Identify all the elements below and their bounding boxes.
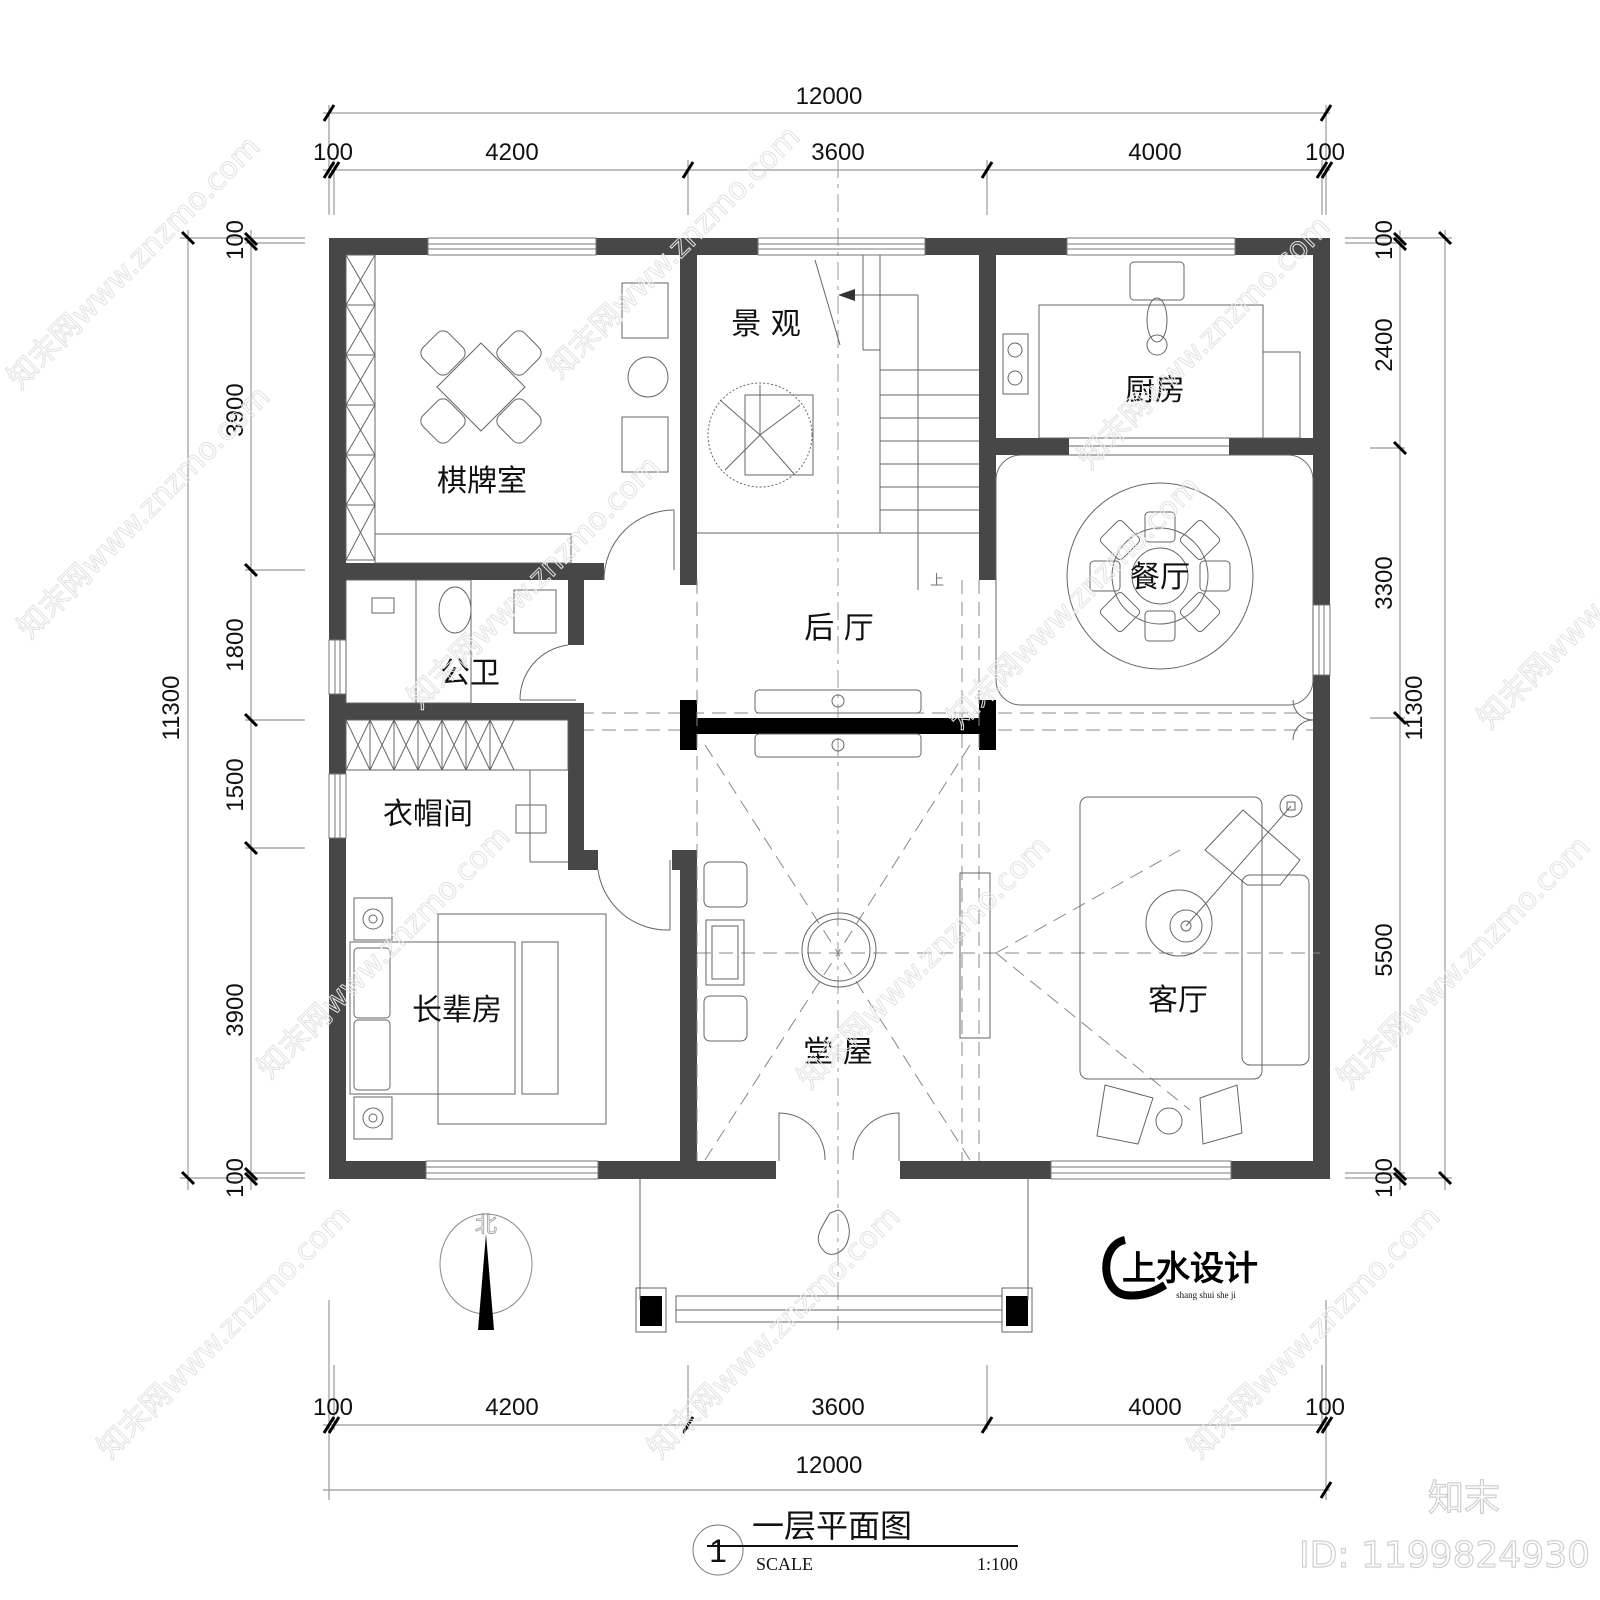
watermark-text: 知末网www.znzmo.com [1181,1199,1447,1465]
room-label-cloakroom[interactable]: 衣帽间 [383,797,473,832]
bottom-dimension-2: 4200 [485,1394,538,1421]
north-arrow-icon [478,1234,494,1330]
left-total-dimension: 11300 [158,676,185,741]
logo-subtitle: shang shui she ji [1176,1290,1236,1300]
right-total-dimension: 11300 [1401,676,1428,741]
porch [635,1179,1033,1333]
interior-walls [346,255,1313,1161]
logo: 上水设计 shang shui she ji [1102,1236,1258,1300]
bedroom-furniture [349,860,671,1140]
top-dimension-1: 100 [313,139,353,166]
bottom-dimension-1: 100 [313,1394,353,1421]
cloakroom-furniture [345,719,569,863]
watermark-brand: 知末 [1428,1478,1500,1519]
left-dimension-5: 3900 [222,983,249,1036]
drawing-number: 1 [709,1533,727,1569]
left-dimension-1: 100 [222,220,249,260]
bottom-total-dimension: 12000 [796,1452,863,1479]
room-label-back-hall[interactable]: 后 厅 [804,611,874,646]
chess-room-furniture [345,254,675,581]
room-label-public-bathroom[interactable]: 公卫 [440,656,500,691]
watermark-text: 知末网www.znzmo.com [641,1199,907,1465]
top-dimension-2: 4200 [485,139,538,166]
logo-name: 上水设计 [1122,1249,1258,1289]
living-room-furniture [995,699,1314,1145]
logo-brush-icon [1102,1236,1168,1300]
left-dimension-2: 3900 [222,383,249,436]
right-dimension-2: 2400 [1371,318,1398,371]
watermark-text: 知末网www.znzmo.com [91,1199,357,1465]
bathroom-fixtures [345,579,576,704]
right-dimension-5: 100 [1371,1158,1398,1198]
columns [640,700,1028,1326]
left-dimension-6: 100 [222,1158,249,1198]
watermark-text: 知末网www.znzmo.com [11,379,277,645]
room-labels: 棋牌室 景 观 厨房 餐厅 公卫 后 厅 衣帽间 长辈房 堂 屋 客厅 [383,307,1208,1070]
watermark-text: 知末网www.znzmo.com [1471,469,1600,735]
room-label-living-room[interactable]: 客厅 [1148,983,1208,1018]
top-dimension-4: 4000 [1128,139,1181,166]
landscape-stair: 上 [697,255,979,590]
exterior-walls [329,238,1330,1179]
left-dimension-3: 1800 [222,618,249,671]
bottom-dimension-5: 100 [1305,1394,1345,1421]
watermark-id: ID: 1199824930 [1299,1535,1590,1576]
room-label-landscape[interactable]: 景 观 [731,307,801,342]
scale-label: SCALE [756,1554,813,1574]
watermark-text: 知末网www.znzmo.com [541,119,807,385]
top-total-dimension: 12000 [796,83,863,110]
watermark-text: 知末网www.znzmo.com [791,829,1057,1095]
drawing-title: 一层平面图 [752,1507,912,1545]
right-dimension-3: 3300 [1371,556,1398,609]
bottom-dimensions: 100 4200 3600 4000 100 12000 [313,1300,1345,1500]
room-label-dining-room[interactable]: 餐厅 [1130,560,1190,595]
kitchen-furniture [1002,261,1301,447]
top-dimensions: 12000 100 4200 3600 4000 100 [313,83,1345,215]
scale-value: 1:100 [977,1554,1018,1574]
drawing-title-block: 1 一层平面图 SCALE 1:100 [692,1507,1018,1576]
dining-furniture [995,454,1314,706]
watermark-text: 知末网www.znzmo.com [1,129,267,395]
room-label-kitchen[interactable]: 厨房 [1125,373,1185,408]
right-dimension-4: 5500 [1371,923,1398,976]
room-label-chess-room[interactable]: 棋牌室 [437,464,527,499]
north-compass: 北 [439,1213,533,1330]
windows [328,237,1331,1180]
top-dimension-5: 100 [1305,139,1345,166]
stair-up-label: 上 [930,573,944,589]
right-dimensions: 100 2400 3300 11300 5500 100 [1345,220,1453,1198]
north-label: 北 [475,1213,497,1238]
bottom-dimension-3: 3600 [811,1394,864,1421]
room-label-elders-bedroom[interactable]: 长辈房 [412,993,502,1028]
watermark-text: 知末网www.znzmo.com [251,819,517,1085]
bottom-dimension-4: 4000 [1128,1394,1181,1421]
left-dimensions: 11300 100 3900 1800 1500 3900 100 [158,220,305,1198]
hall-furniture [696,580,1320,1161]
right-dimension-1: 100 [1371,220,1398,260]
left-dimension-4: 1500 [222,758,249,811]
room-label-main-hall[interactable]: 堂 屋 [803,1035,873,1070]
